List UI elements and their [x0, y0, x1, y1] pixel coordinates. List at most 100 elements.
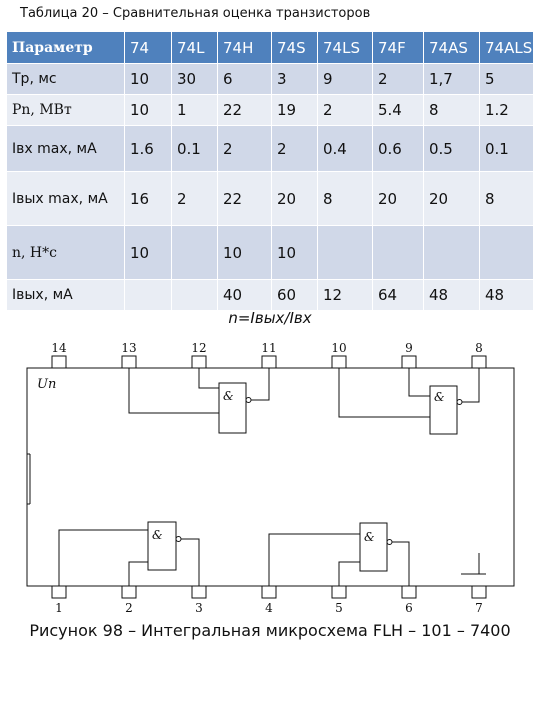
pin-2 [121, 585, 137, 599]
table-cell: 1.2 [479, 94, 533, 126]
pin-label-1: 1 [55, 601, 63, 615]
table-cell: 0.6 [372, 125, 424, 172]
pin-6 [401, 585, 417, 599]
comparison-table: Параметр 74 74L 74H 74S 74LS 74F 74AS 74… [6, 31, 533, 310]
table-cell: 48 [423, 279, 480, 310]
header-cell-74s: 74S [271, 31, 318, 64]
table-cell: 8 [479, 171, 533, 226]
gate-d-inverter-bubble [386, 539, 393, 545]
table-cell: 1,7 [423, 63, 480, 95]
comparison-table-wrapper: Параметр 74 74L 74H 74S 74LS 74F 74AS 74… [6, 31, 533, 310]
pin-label-5: 5 [335, 601, 343, 615]
row-label: Iвх max, мА [6, 125, 125, 172]
table-cell: 3 [271, 63, 318, 95]
pin-label-3: 3 [195, 601, 203, 615]
pin-11 [261, 355, 277, 369]
table-cell: 0.1 [479, 125, 533, 172]
row-label: Iвых max, мА [6, 171, 125, 226]
pin-label-11: 11 [261, 341, 276, 355]
table-cell: 1.6 [124, 125, 172, 172]
table-cell: 19 [271, 94, 318, 126]
header-cell-74l: 74L [171, 31, 218, 64]
table-cell: 22 [217, 94, 272, 126]
pin-14 [51, 355, 67, 369]
pin-label-10: 10 [331, 341, 346, 355]
row-label: n, Н*с [6, 225, 125, 280]
pin-3 [191, 585, 207, 599]
table-cell: 0.4 [317, 125, 373, 172]
table-cell: 20 [372, 171, 424, 226]
table-cell: 20 [423, 171, 480, 226]
table-cell: 0.1 [171, 125, 218, 172]
table-cell: 10 [124, 225, 172, 280]
table-cell: 5.4 [372, 94, 424, 126]
gate-b-body [429, 385, 458, 435]
table-cell: 2 [372, 63, 424, 95]
table-cell [317, 225, 373, 280]
supply-label: Uп [37, 377, 56, 392]
table-row: Pn, МВт 10 1 22 19 2 5.4 8 1.2 [6, 94, 533, 126]
table-cell: 8 [423, 94, 480, 126]
pin-label-14: 14 [51, 341, 67, 355]
table-row: Iвых, мА 40 60 12 64 48 48 [6, 279, 533, 310]
table-cell: 12 [317, 279, 373, 310]
gate-b-inverter-bubble [456, 399, 463, 405]
gate-d-label: & [364, 530, 375, 544]
pin-label-7: 7 [475, 601, 483, 615]
table-cell: 2 [317, 94, 373, 126]
table-cell: 10 [124, 94, 172, 126]
pin-1 [51, 585, 67, 599]
table-cell: 60 [271, 279, 318, 310]
pin-label-6: 6 [405, 601, 413, 615]
table-cell: 5 [479, 63, 533, 95]
table-row: Iвых max, мА 16 2 22 20 8 20 20 8 [6, 171, 533, 226]
formula: n=Iвых/Iвх [228, 309, 312, 327]
gate-c-label: & [152, 528, 163, 542]
table-cell: 2 [271, 125, 318, 172]
header-cell-74h: 74H [217, 31, 272, 64]
table-cell: 6 [217, 63, 272, 95]
table-cell: 2 [217, 125, 272, 172]
row-label: Pn, МВт [6, 94, 125, 126]
table-cell [479, 225, 533, 280]
table-cell: 22 [217, 171, 272, 226]
table-cell [171, 225, 218, 280]
header-cell-74f: 74F [372, 31, 424, 64]
pin-12 [191, 355, 207, 369]
pin-9 [401, 355, 417, 369]
gate-a-label: & [223, 389, 234, 403]
pin-label-13: 13 [121, 341, 136, 355]
pin-7 [471, 585, 487, 599]
table-cell [124, 279, 172, 310]
table-cell: 1 [171, 94, 218, 126]
header-cell-parameter: Параметр [6, 31, 125, 64]
table-row: n, Н*с 10 10 10 [6, 225, 533, 280]
table-cell [372, 225, 424, 280]
pin-label-8: 8 [475, 341, 483, 355]
pin-label-9: 9 [405, 341, 413, 355]
circuit-diagram: 14 13 12 11 10 9 8 1 2 3 4 5 6 7 Uп & & … [26, 341, 515, 615]
header-cell-74ls: 74LS [317, 31, 373, 64]
table-cell: 20 [271, 171, 318, 226]
row-label: Tp, мс [6, 63, 125, 95]
table-cell [171, 279, 218, 310]
gate-a-body [218, 382, 247, 434]
table-caption: Таблица 20 – Сравнительная оценка транзи… [20, 6, 371, 21]
table-cell: 10 [124, 63, 172, 95]
pin-13 [121, 355, 137, 369]
header-cell-74as: 74AS [423, 31, 480, 64]
pin-8 [471, 355, 487, 369]
table-cell: 9 [317, 63, 373, 95]
table-cell: 30 [171, 63, 218, 95]
gate-d-body [359, 522, 388, 572]
table-cell: 16 [124, 171, 172, 226]
gate-c-inverter-bubble [175, 536, 182, 542]
table-row: Tp, мс 10 30 6 3 9 2 1,7 5 [6, 63, 533, 95]
table-cell: 48 [479, 279, 533, 310]
table-cell: 8 [317, 171, 373, 226]
table-cell: 10 [271, 225, 318, 280]
pin-label-12: 12 [191, 341, 206, 355]
header-cell-74: 74 [124, 31, 172, 64]
pin-10 [331, 355, 347, 369]
gate-b-label: & [434, 390, 445, 404]
